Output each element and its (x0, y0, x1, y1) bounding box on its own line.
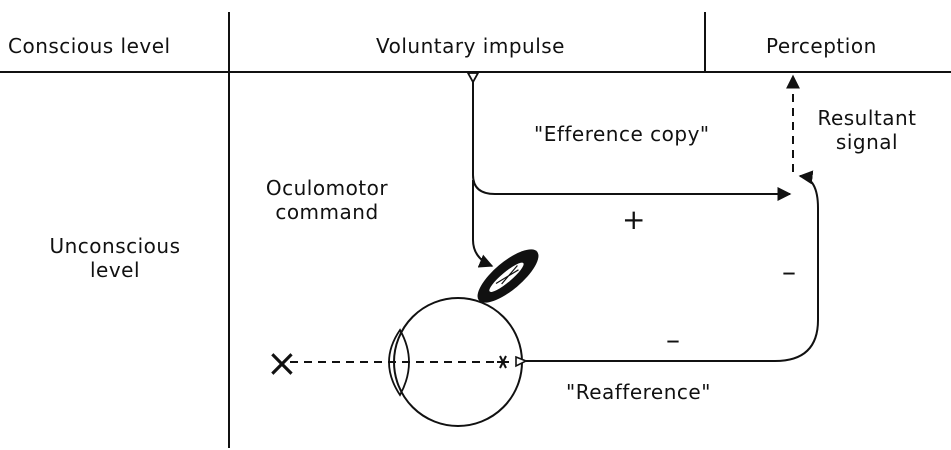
eye-lens (388, 328, 410, 397)
unconscious-line1: Unconscious (49, 234, 181, 258)
retina-node (515, 355, 528, 368)
oculomotor-line1: Oculomotor (265, 176, 389, 200)
unconscious-level-label: Unconscious level (40, 234, 190, 282)
reafference-path (526, 170, 819, 362)
perception-label: Perception (766, 34, 877, 58)
plus-sign: + (622, 203, 646, 236)
target-cross: × (266, 341, 298, 385)
oculomotor-command-label: Oculomotor command (262, 176, 392, 224)
unconscious-line2: level (89, 258, 141, 282)
oculomotor-path (472, 180, 494, 268)
fovea-star (497, 355, 509, 369)
efference-copy-label: "Efference copy" (534, 122, 710, 146)
conscious-level-label: Conscious level (8, 34, 171, 58)
minus-sign-bottom: – (666, 323, 680, 356)
resultant-line1: Resultant (817, 106, 917, 130)
resultant-signal-label: Resultant signal (812, 106, 922, 154)
minus-sign-right: – (782, 255, 796, 288)
impulse-node (466, 72, 480, 84)
oculomotor-line2: command (275, 200, 379, 224)
eye-muscle (477, 249, 539, 303)
reafference-label: "Reafference" (566, 380, 711, 404)
resultant-line2: signal (835, 130, 899, 154)
voluntary-impulse-label: Voluntary impulse (376, 34, 565, 58)
efference-copy-path (472, 82, 792, 201)
